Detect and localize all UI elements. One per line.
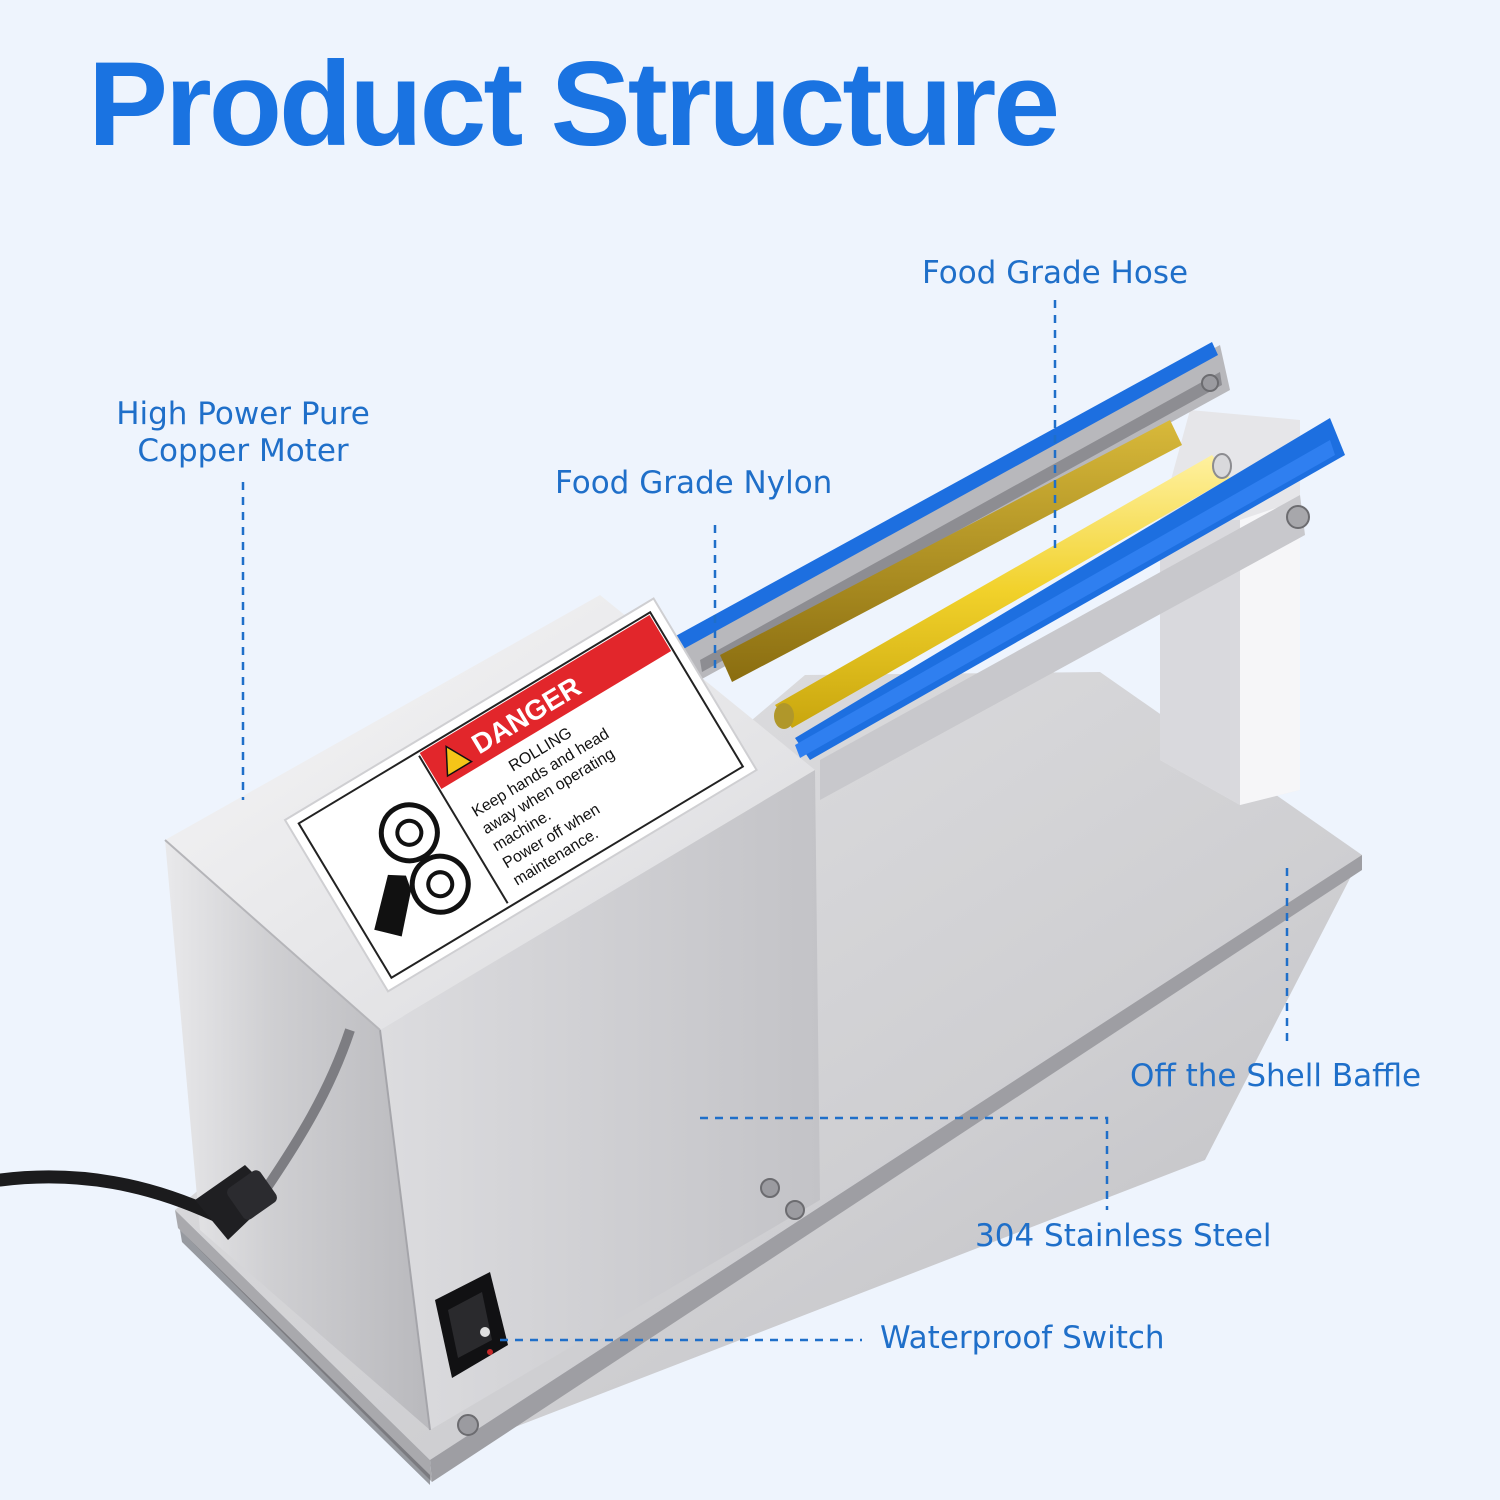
label-motor-line2: Copper Moter <box>137 433 349 470</box>
label-nylon: Food Grade Nylon <box>555 465 833 501</box>
screw-3 <box>457 1414 479 1436</box>
cable-connector <box>195 1165 277 1240</box>
label-motor-line1: High Power Pure <box>116 396 370 432</box>
screw-1 <box>760 1178 780 1198</box>
steel-leader-line <box>700 1116 1109 1210</box>
page-title: Product Structure <box>88 37 1060 171</box>
power-cable <box>0 1028 355 1240</box>
danger-sticker: DANGER ROLLING Keep hands and head away … <box>283 597 758 993</box>
rocker-switch <box>435 1272 508 1378</box>
callout-lines <box>241 300 1289 1342</box>
roller-hazard-icon <box>374 755 509 937</box>
label-steel: 304 Stainless Steel <box>975 1218 1272 1254</box>
label-switch: Waterproof Switch <box>880 1320 1165 1356</box>
label-hose: Food Grade Hose <box>922 255 1189 291</box>
support-bracket <box>820 410 1305 805</box>
back-rail <box>672 342 1230 680</box>
nylon-roller-back <box>720 420 1182 682</box>
label-motor: High Power Pure Copper Moter <box>98 396 388 470</box>
screw-2 <box>785 1200 805 1220</box>
front-rail <box>795 418 1345 760</box>
nylon-roller-front <box>774 453 1232 729</box>
label-baffle: Off the Shell Baffle <box>1130 1058 1422 1094</box>
